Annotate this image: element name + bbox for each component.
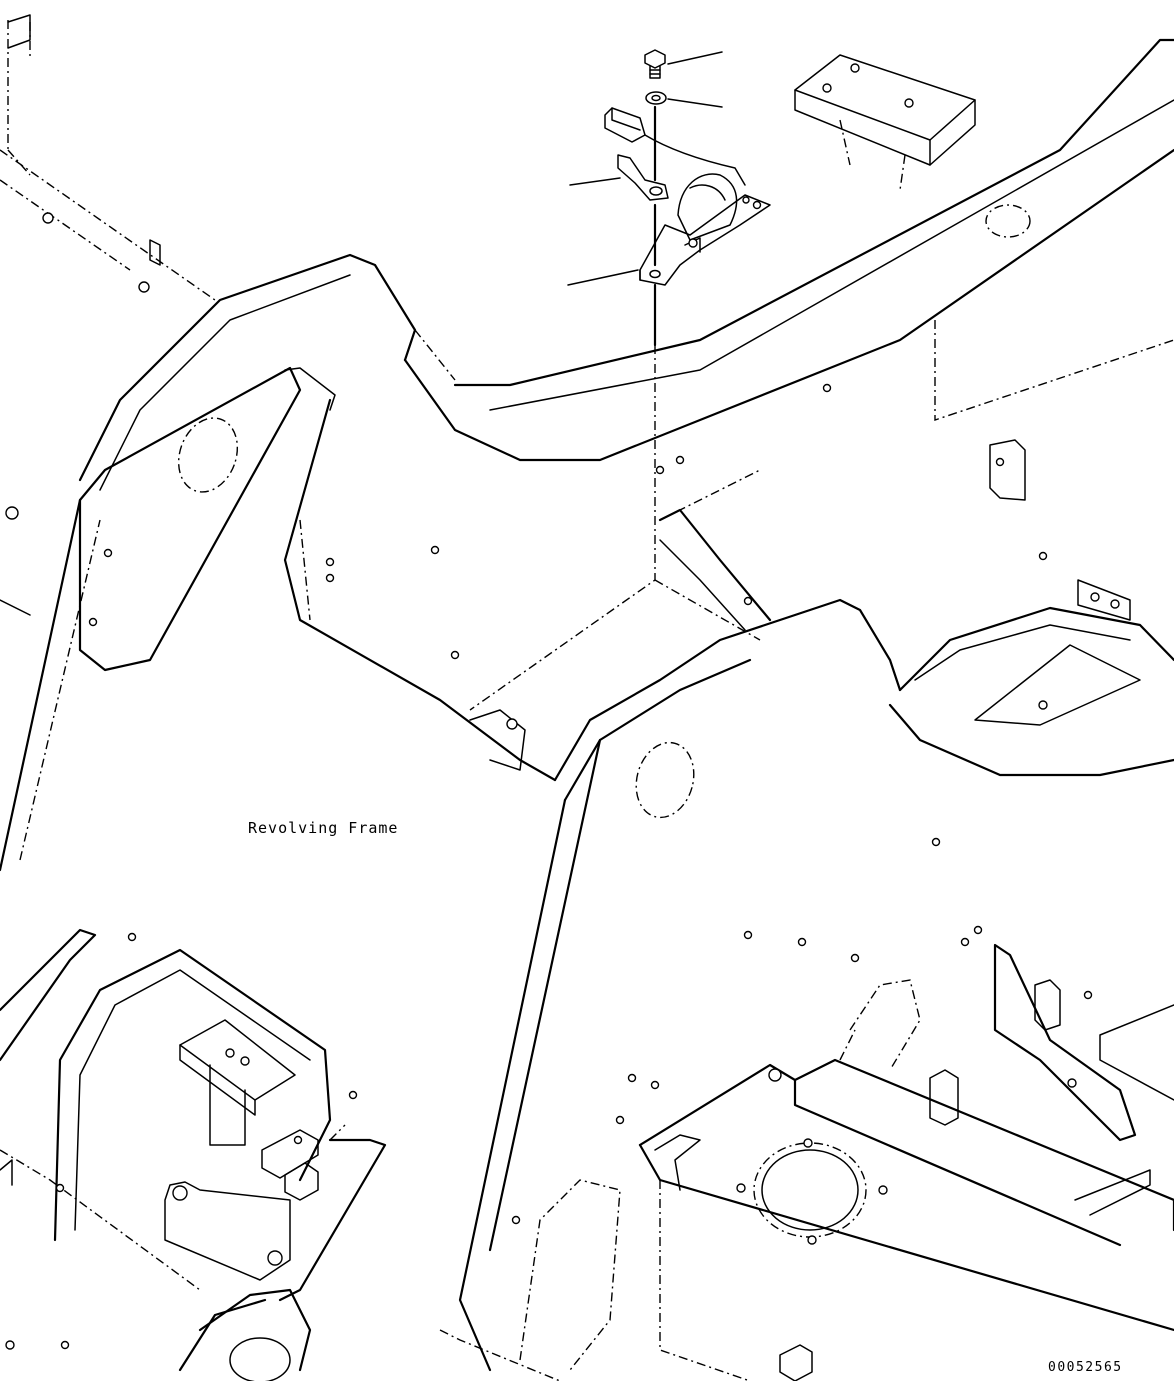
upper-right-beam	[405, 40, 1174, 500]
washer-icon	[646, 92, 666, 104]
top-right-plate	[795, 55, 975, 190]
bolt-icon	[645, 50, 665, 68]
lower-left-components	[0, 930, 560, 1381]
lower-right-components	[513, 945, 1174, 1381]
right-ring-area	[745, 553, 1174, 999]
boom-bracket-left	[0, 255, 555, 1349]
center-frame-plate	[460, 345, 900, 1370]
exploded-parts	[605, 50, 770, 345]
upper-left-frame	[0, 15, 215, 615]
drawing-number: 00052565	[1048, 1360, 1123, 1375]
frame-label: Revolving Frame	[248, 819, 398, 837]
